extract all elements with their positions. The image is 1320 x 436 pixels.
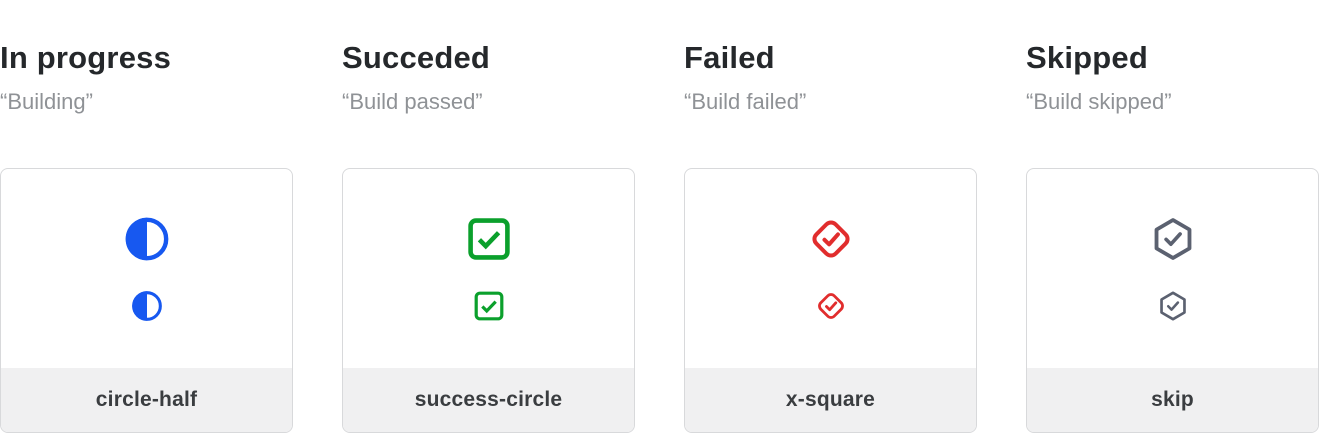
check-hexagon-icon-small — [1157, 290, 1189, 322]
icon-preview-area — [1, 169, 292, 368]
status-column-succeeded: Succeded “Build passed” succes — [342, 0, 635, 434]
status-column-in-progress: In progress “Building” circle- — [0, 0, 293, 434]
check-diamond-icon-large — [808, 216, 854, 262]
icon-name-label: x-square — [785, 388, 876, 412]
status-column-failed: Failed “Build failed” x-square — [684, 0, 977, 434]
column-quote: “Build failed” — [684, 88, 807, 114]
check-square-icon-small — [473, 290, 505, 322]
column-quote: “Build passed” — [342, 88, 483, 114]
check-diamond-icon-small — [815, 290, 847, 322]
icon-card: skip — [1026, 168, 1319, 434]
icon-name-label: success-circle — [414, 388, 563, 412]
circle-half-icon-large — [124, 216, 170, 262]
icon-name-footer: x-square — [685, 368, 976, 433]
column-title: In progress — [0, 40, 172, 75]
icon-name-footer: success-circle — [343, 368, 634, 433]
icon-card: success-circle — [342, 168, 635, 434]
column-title: Failed — [684, 40, 775, 75]
icon-preview-area — [685, 169, 976, 368]
check-hexagon-icon-large — [1150, 216, 1196, 262]
icon-preview-area — [343, 169, 634, 368]
icon-name-label: skip — [1151, 388, 1194, 412]
column-title: Skipped — [1026, 40, 1148, 75]
status-column-skipped: Skipped “Build skipped” skip — [1026, 0, 1319, 434]
icon-preview-area — [1027, 169, 1318, 368]
column-title: Succeded — [342, 40, 491, 75]
icon-name-footer: circle-half — [1, 368, 292, 433]
icon-name-footer: skip — [1027, 368, 1318, 433]
icon-name-label: circle-half — [95, 388, 198, 412]
column-quote: “Building” — [0, 88, 93, 114]
check-square-icon-large — [466, 216, 512, 262]
icon-card: x-square — [684, 168, 977, 434]
circle-half-icon-small — [131, 290, 163, 322]
column-quote: “Build skipped” — [1026, 88, 1172, 114]
icon-card: circle-half — [0, 168, 293, 434]
